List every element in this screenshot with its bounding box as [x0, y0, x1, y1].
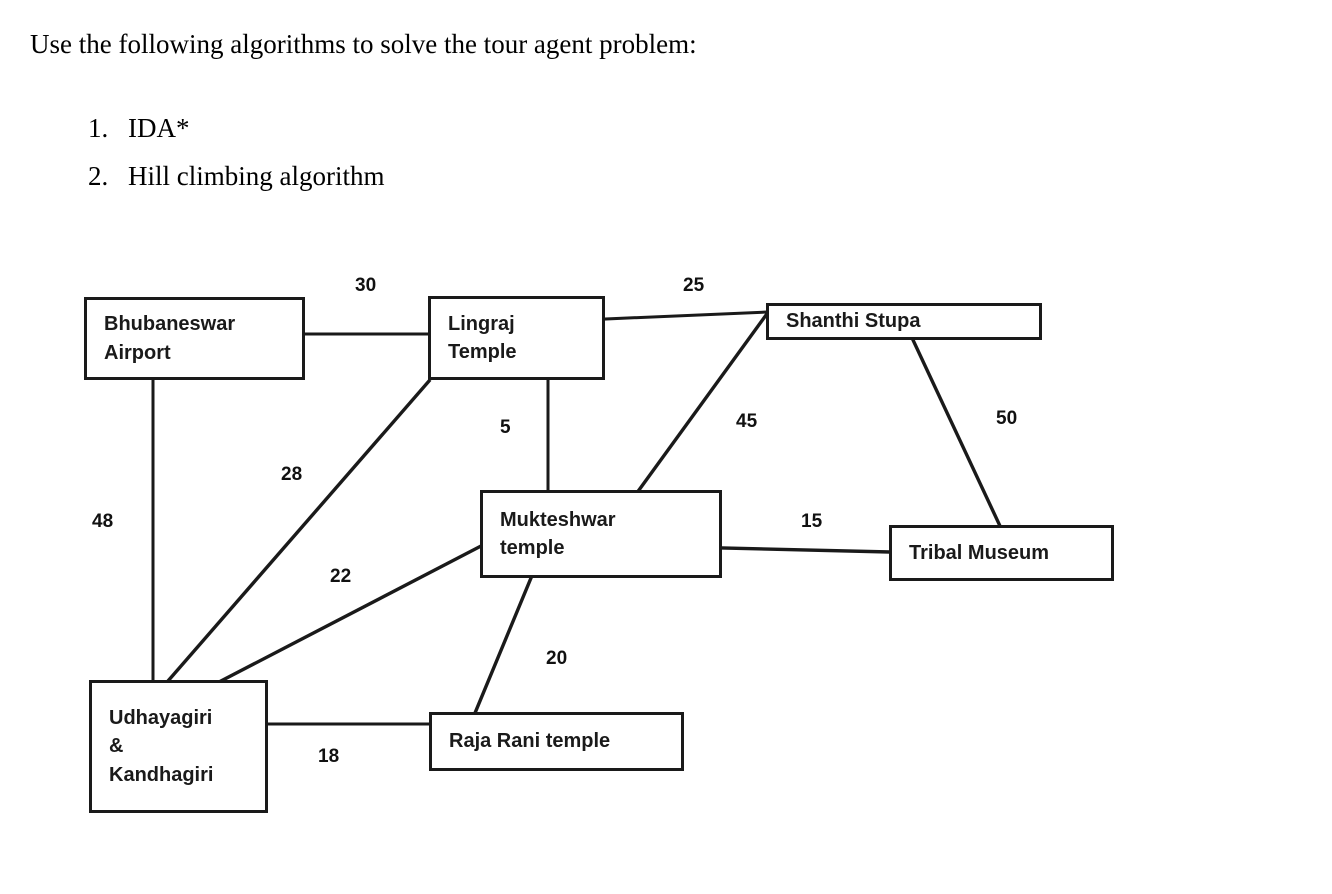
node-label-line1: Shanthi Stupa: [786, 310, 921, 333]
instructions-intro: Use the following algorithms to solve th…: [30, 29, 697, 59]
node-label-line1: Tribal Museum: [909, 541, 1050, 564]
node-label-line2: &: [109, 735, 124, 758]
list-item-number: 2.: [88, 161, 109, 192]
edge-lingraj-shanthi: [603, 310, 770, 321]
list-item-label: IDA*: [128, 113, 190, 143]
edge-weight-lingraj-mukteshwar: 5: [500, 417, 511, 438]
node-raja-rani-temple[interactable]: Raja Rani temple: [429, 712, 684, 771]
node-label-line1: Mukteshwar: [500, 508, 616, 531]
edge-weight-mukteshwar-shanthi: 45: [736, 411, 758, 432]
node-label-line3: Kandhagiri: [109, 763, 214, 786]
edge-lingraj-udhayagiri: [165, 378, 432, 684]
algorithm-list-item-1: 1. IDA*: [88, 104, 384, 152]
node-label-line2: Airport: [104, 341, 171, 364]
node-label-line1: Udhayagiri: [109, 706, 213, 729]
edge-weight-lingraj-shanthi: 25: [683, 275, 705, 296]
node-label-line1: Raja Rani temple: [449, 730, 611, 753]
algorithm-list-item-2: 2. Hill climbing algorithm: [88, 152, 384, 200]
node-lingraj-temple[interactable]: Lingraj Temple: [428, 296, 605, 380]
node-bhubaneswar-airport[interactable]: Bhubaneswar Airport: [84, 297, 305, 380]
edge-weight-mukteshwar-tribal: 15: [801, 511, 823, 532]
algorithm-list: 1. IDA* 2. Hill climbing algorithm: [88, 104, 384, 200]
node-tribal-museum[interactable]: Tribal Museum: [889, 525, 1114, 581]
node-label-line2: Temple: [448, 341, 517, 363]
node-label-line2: temple: [500, 537, 565, 559]
edge-mukteshwar-tribal: [720, 546, 892, 554]
node-udhayagiri-kandhagiri[interactable]: Udhayagiri & Kandhagiri: [89, 680, 268, 813]
edge-shanthi-tribal: [910, 337, 1003, 529]
edge-weight-shanthi-tribal: 50: [996, 408, 1018, 429]
edge-mukteshwar-shanthi: [636, 308, 772, 493]
edge-weight-mukteshwar-rajarani: 20: [546, 648, 568, 669]
edge-mukteshwar-rajarani: [472, 575, 534, 716]
node-shanthi-stupa[interactable]: Shanthi Stupa: [766, 303, 1042, 340]
node-label-line1: Bhubaneswar: [104, 313, 236, 336]
list-item-number: 1.: [88, 113, 109, 143]
edge-mukteshwar-udhayagiri: [218, 543, 484, 684]
edge-weight-lingraj-udhayagiri: 28: [281, 464, 303, 485]
edge-weight-airport-lingraj: 30: [355, 275, 377, 296]
edge-weight-udhayagiri-rajarani: 18: [318, 746, 340, 767]
edge-weight-airport-udhayagiri: 48: [92, 511, 114, 532]
node-label-line1: Lingraj: [448, 312, 515, 335]
edge-weight-mukteshwar-udhayagiri: 22: [330, 566, 352, 587]
list-item-label: Hill climbing algorithm: [128, 161, 385, 192]
node-mukteshwar-temple[interactable]: Mukteshwar temple: [480, 490, 722, 578]
